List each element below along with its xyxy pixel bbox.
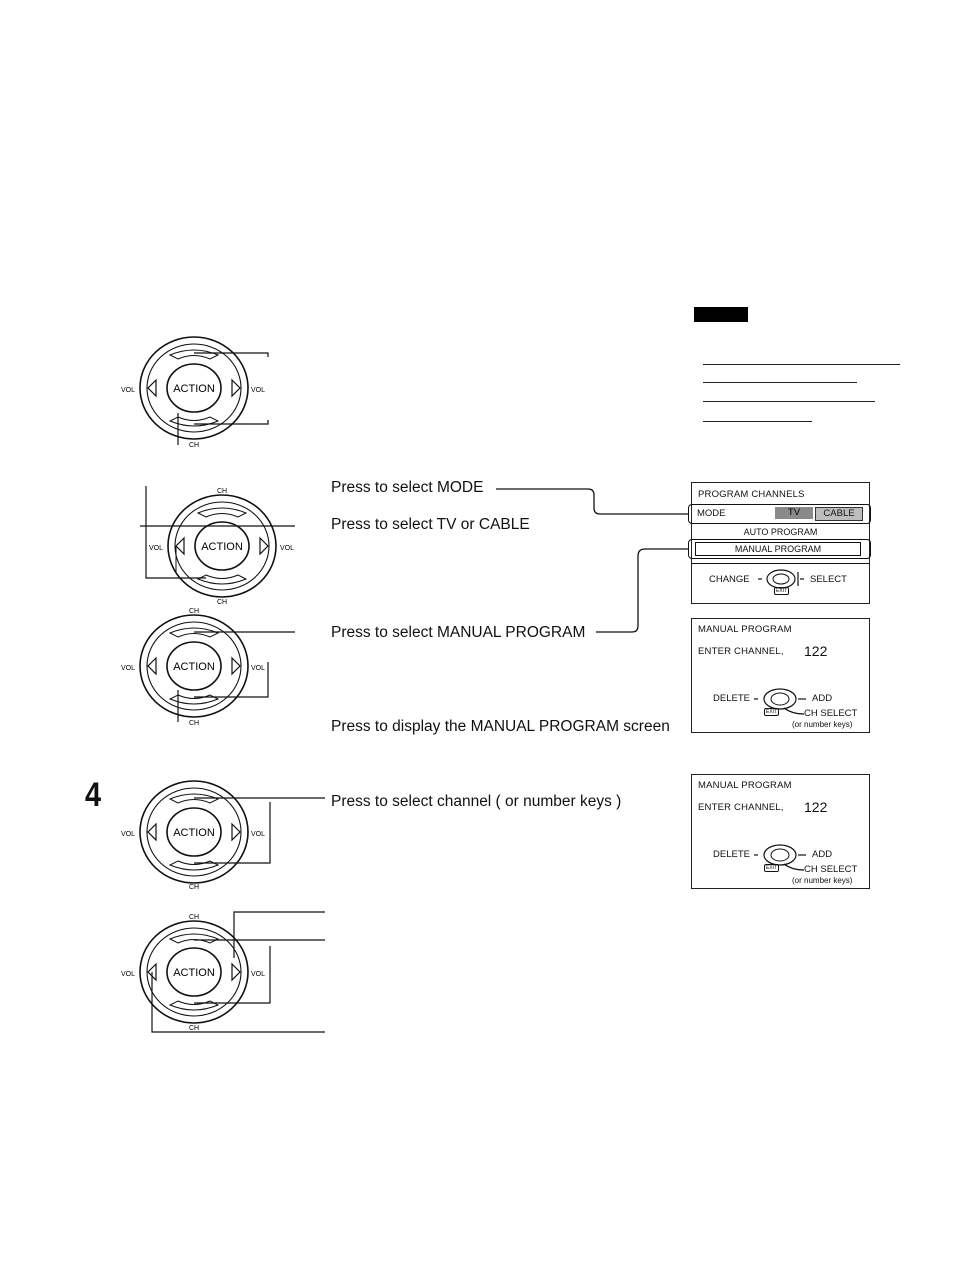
enter-channel-label: ENTER CHANNEL, bbox=[698, 646, 784, 657]
ch-bottom-label: CH bbox=[189, 442, 199, 449]
program-channels-menu: PROGRAM CHANNELS MODE TV CABLE AUTO PROG… bbox=[688, 482, 871, 604]
manual-program-row[interactable]: MANUAL PROGRAM bbox=[688, 539, 871, 559]
vol-right-label: VOL bbox=[251, 665, 265, 672]
change-label: CHANGE bbox=[709, 574, 750, 585]
channel-number: 122 bbox=[804, 799, 828, 815]
remote-control-step-4: ACTION VOL VOL CH bbox=[110, 772, 325, 912]
mode-option-cable[interactable]: CABLE bbox=[815, 507, 863, 521]
add-label: ADD bbox=[812, 849, 833, 860]
ch-bottom-label: CH bbox=[217, 599, 227, 606]
program-divider bbox=[692, 563, 869, 564]
delete-label: DELETE bbox=[713, 693, 750, 704]
ch-bottom-label: CH bbox=[189, 884, 199, 891]
vol-right-label: VOL bbox=[251, 971, 265, 978]
step-number: 4 bbox=[85, 776, 102, 814]
manual-program-title: MANUAL PROGRAM bbox=[698, 780, 792, 791]
action-button-label: ACTION bbox=[173, 827, 215, 839]
manual-program-screen-2: MANUAL PROGRAM ENTER CHANNEL, 122 DELETE… bbox=[691, 774, 870, 889]
manual-program-item: MANUAL PROGRAM bbox=[695, 542, 861, 556]
channel-number: 122 bbox=[804, 643, 828, 659]
ch-bottom-label: CH bbox=[189, 720, 199, 727]
instruction-select-mode: Press to select MODE bbox=[331, 479, 484, 496]
add-label: ADD bbox=[812, 693, 833, 704]
vol-left-label: VOL bbox=[121, 665, 135, 672]
exit-icon: EXIT bbox=[764, 864, 780, 872]
action-button-label: ACTION bbox=[173, 967, 215, 979]
ch-top-label: CH bbox=[217, 488, 227, 495]
remote-dpad-icon: ACTION VOL VOL CH bbox=[121, 780, 325, 891]
note-rule-4 bbox=[703, 421, 812, 422]
note-rule-3 bbox=[703, 401, 875, 402]
note-rule-2 bbox=[703, 382, 857, 383]
delete-label: DELETE bbox=[713, 849, 750, 860]
ch-select-label: CH SELECT bbox=[804, 864, 858, 875]
number-keys-note: (or number keys) bbox=[792, 876, 853, 885]
instruction-select-channel: Press to select channel ( or number keys… bbox=[331, 793, 622, 810]
vol-left-label: VOL bbox=[121, 971, 135, 978]
vol-left-label: VOL bbox=[121, 831, 135, 838]
remote-dpad-icon: ACTION VOL VOL CH CH bbox=[121, 608, 295, 727]
remote-dpad-icon: ACTION VOL VOL CH CH bbox=[140, 486, 295, 606]
vol-right-label: VOL bbox=[280, 545, 294, 552]
remote-control-step-1: ACTION VOL VOL CH bbox=[110, 333, 310, 473]
ch-select-label: CH SELECT bbox=[804, 708, 858, 719]
dpad-mini-icon bbox=[758, 569, 804, 589]
enter-channel-label: ENTER CHANNEL, bbox=[698, 802, 784, 813]
vol-left-label: VOL bbox=[149, 545, 163, 552]
number-keys-note: (or number keys) bbox=[792, 720, 853, 729]
action-button-label: ACTION bbox=[201, 541, 243, 553]
mode-row[interactable]: MODE TV CABLE bbox=[688, 504, 871, 524]
remote-control-step-2: ACTION VOL VOL CH CH bbox=[140, 483, 340, 623]
instruction-select-tv-cable: Press to select TV or CABLE bbox=[331, 516, 530, 533]
instruction-select-manual-program: Press to select MANUAL PROGRAM bbox=[331, 624, 586, 641]
program-channels-title: PROGRAM CHANNELS bbox=[698, 489, 805, 500]
remote-dpad-icon: ACTION VOL VOL CH bbox=[121, 336, 269, 449]
note-heading-bar bbox=[694, 307, 748, 322]
exit-icon: EXIT bbox=[774, 587, 790, 595]
mode-label: MODE bbox=[697, 508, 726, 519]
action-button-label: ACTION bbox=[173, 661, 215, 673]
ch-bottom-label: CH bbox=[189, 1025, 199, 1032]
auto-program-item[interactable]: AUTO PROGRAM bbox=[743, 527, 818, 537]
instruction-display-manual-program: Press to display the MANUAL PROGRAM scre… bbox=[331, 718, 670, 735]
dpad-mini-icon bbox=[754, 844, 806, 871]
manual-program-screen-1: MANUAL PROGRAM ENTER CHANNEL, 122 DELETE… bbox=[691, 618, 870, 733]
ch-top-label: CH bbox=[189, 608, 199, 615]
dpad-mini-icon bbox=[754, 688, 806, 715]
mode-option-tv[interactable]: TV bbox=[775, 507, 813, 519]
exit-icon: EXIT bbox=[764, 708, 780, 716]
manual-program-title: MANUAL PROGRAM bbox=[698, 624, 792, 635]
action-button-label: ACTION bbox=[173, 383, 215, 395]
vol-left-label: VOL bbox=[121, 387, 135, 394]
vol-right-label: VOL bbox=[251, 831, 265, 838]
note-rule-1 bbox=[703, 364, 900, 365]
select-label: SELECT bbox=[810, 574, 847, 585]
remote-control-step-3: ACTION VOL VOL CH CH bbox=[110, 604, 310, 744]
remote-dpad-icon: ACTION VOL VOL CH CH bbox=[121, 911, 325, 1033]
vol-right-label: VOL bbox=[251, 387, 265, 394]
ch-top-label: CH bbox=[189, 914, 199, 921]
remote-control-step-5: ACTION VOL VOL CH CH bbox=[110, 906, 325, 1046]
